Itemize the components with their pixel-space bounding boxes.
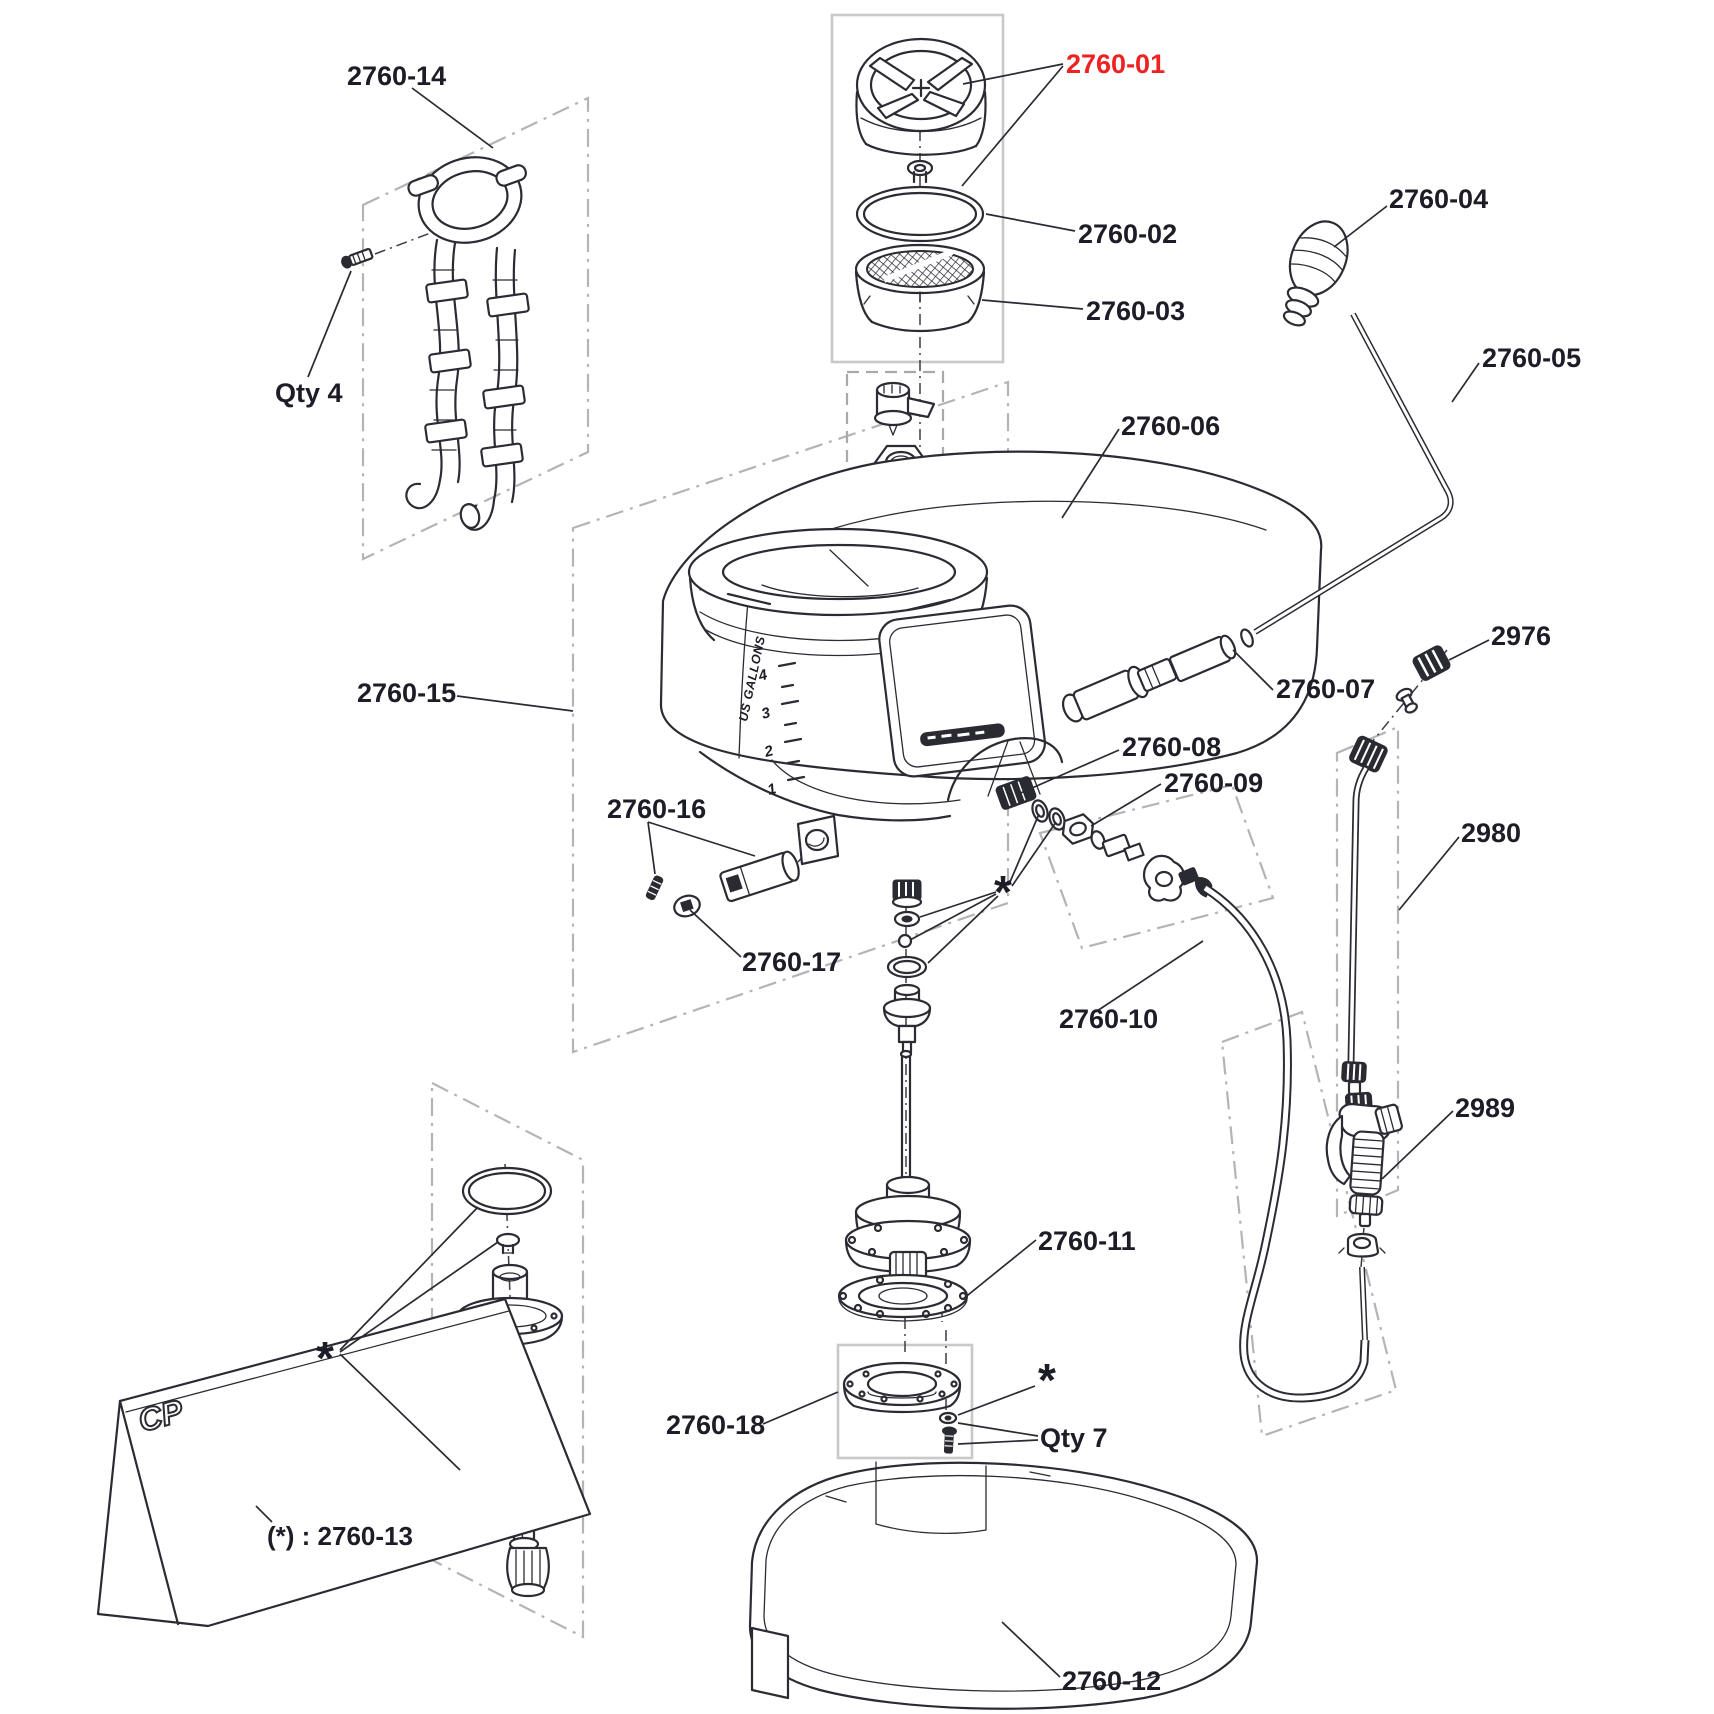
parts-bag: CP bbox=[96, 1297, 592, 1628]
clamp-ring bbox=[842, 1361, 962, 1454]
tank-body: US GALLONS 4 3 2 1 bbox=[659, 450, 1323, 866]
label-footnote-2760-13: (*) : 2760-13 bbox=[267, 1521, 413, 1551]
callout-2760-15: 2760-15 bbox=[357, 678, 456, 708]
drive-flange bbox=[837, 1250, 969, 1322]
shoulder-strap-set bbox=[405, 156, 530, 531]
tank-scale-1: 1 bbox=[766, 780, 778, 799]
asterisk-screws: * bbox=[1038, 1354, 1056, 1406]
pump-lever-rod bbox=[1253, 312, 1454, 635]
panel-pumpkit-group bbox=[430, 1081, 585, 1639]
callout-2980: 2980 bbox=[1461, 818, 1521, 848]
box-lid-group bbox=[830, 13, 1005, 364]
outlet-valve-parts bbox=[1090, 830, 1213, 902]
callout-2760-08: 2760-08 bbox=[1122, 732, 1221, 762]
pump-piston-assembly bbox=[1061, 628, 1254, 723]
lever-knob bbox=[1282, 220, 1349, 327]
callout-2760-11: 2760-11 bbox=[1038, 1226, 1136, 1256]
callout-2760-12: 2760-12 bbox=[1062, 1666, 1161, 1696]
outlet-washers bbox=[1031, 799, 1095, 845]
callout-2760-09: 2760-09 bbox=[1164, 768, 1263, 798]
callout-2760-10: 2760-10 bbox=[1059, 1004, 1158, 1034]
spray-wand bbox=[1341, 735, 1388, 1096]
callout-2760-14: 2760-14 bbox=[347, 61, 446, 91]
callout-2760-03: 2760-03 bbox=[1086, 296, 1185, 326]
leader-lines bbox=[255, 63, 1490, 1678]
label-qty-7: Qty 7 bbox=[1040, 1423, 1108, 1453]
panel-tank-group bbox=[571, 380, 1010, 1054]
callout-labels: 2760-14 Qty 4 2760-01 2760-02 2760-03 27… bbox=[267, 49, 1581, 1696]
hose-clip bbox=[1338, 1232, 1386, 1258]
callout-2760-16: 2760-16 bbox=[607, 794, 706, 824]
callout-2760-07: 2760-07 bbox=[1276, 674, 1375, 704]
label-qty-4: Qty 4 bbox=[275, 378, 343, 408]
cylinder-valve-column bbox=[882, 879, 932, 1182]
lid-o-ring bbox=[855, 185, 985, 243]
lid-vent-screw bbox=[906, 159, 934, 184]
tank-lid bbox=[855, 37, 987, 156]
strap-screw bbox=[341, 247, 374, 269]
nozzle-tip bbox=[1395, 645, 1451, 714]
filter-basket bbox=[854, 243, 986, 333]
asterisk-outlet: * bbox=[994, 866, 1012, 918]
callout-2760-02: 2760-02 bbox=[1078, 219, 1177, 249]
asterisk-kit: * bbox=[316, 1332, 334, 1384]
box-valve-group bbox=[845, 370, 945, 494]
base-bucket bbox=[748, 1461, 1259, 1710]
callout-2760-05: 2760-05 bbox=[1482, 343, 1581, 373]
callout-2976: 2976 bbox=[1491, 621, 1551, 651]
callout-2760-18: 2760-18 bbox=[666, 1410, 765, 1440]
hose bbox=[1202, 884, 1370, 1403]
panel-wand-group bbox=[1335, 725, 1400, 1218]
pump-pivot-parts bbox=[645, 850, 800, 918]
panel-outlet-group bbox=[1038, 783, 1275, 950]
trigger-gun bbox=[1325, 1091, 1403, 1228]
callout-2760-17: 2760-17 bbox=[742, 947, 841, 977]
callout-2989: 2989 bbox=[1455, 1093, 1515, 1123]
outlet-plug bbox=[995, 776, 1037, 810]
callout-2760-04: 2760-04 bbox=[1389, 184, 1488, 214]
callout-2760-06: 2760-06 bbox=[1121, 411, 1220, 441]
callout-2760-01: 2760-01 bbox=[1066, 49, 1165, 79]
panel-strap-group bbox=[361, 96, 590, 561]
shutoff-valve bbox=[873, 381, 936, 436]
pump-cylinder-body bbox=[844, 1175, 972, 1274]
